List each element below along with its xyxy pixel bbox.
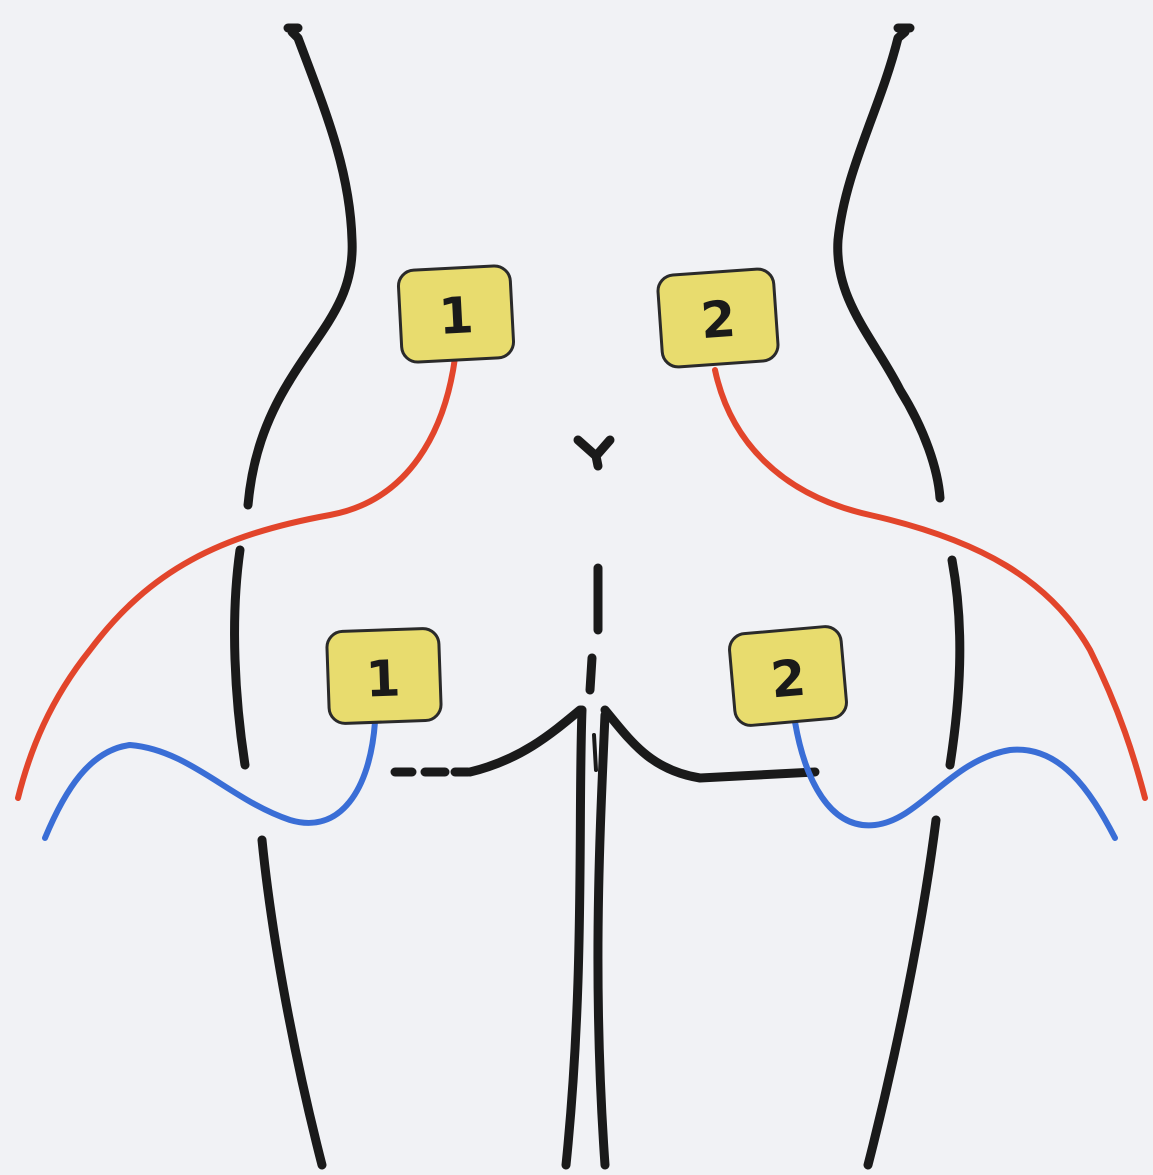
electrode-lower-right: 2 [728, 625, 848, 726]
electrode-label: 1 [365, 649, 402, 708]
electrode-upper-right: 2 [657, 268, 779, 368]
gluteal-cleft-lower [590, 658, 592, 690]
electrode-upper-left: 1 [398, 265, 515, 363]
electrode-label: 1 [437, 286, 475, 346]
electrode-lower-left: 1 [326, 628, 441, 724]
inner-leg-gap [594, 735, 596, 770]
electrode-label: 2 [768, 649, 808, 710]
electrode-label: 2 [699, 290, 738, 350]
